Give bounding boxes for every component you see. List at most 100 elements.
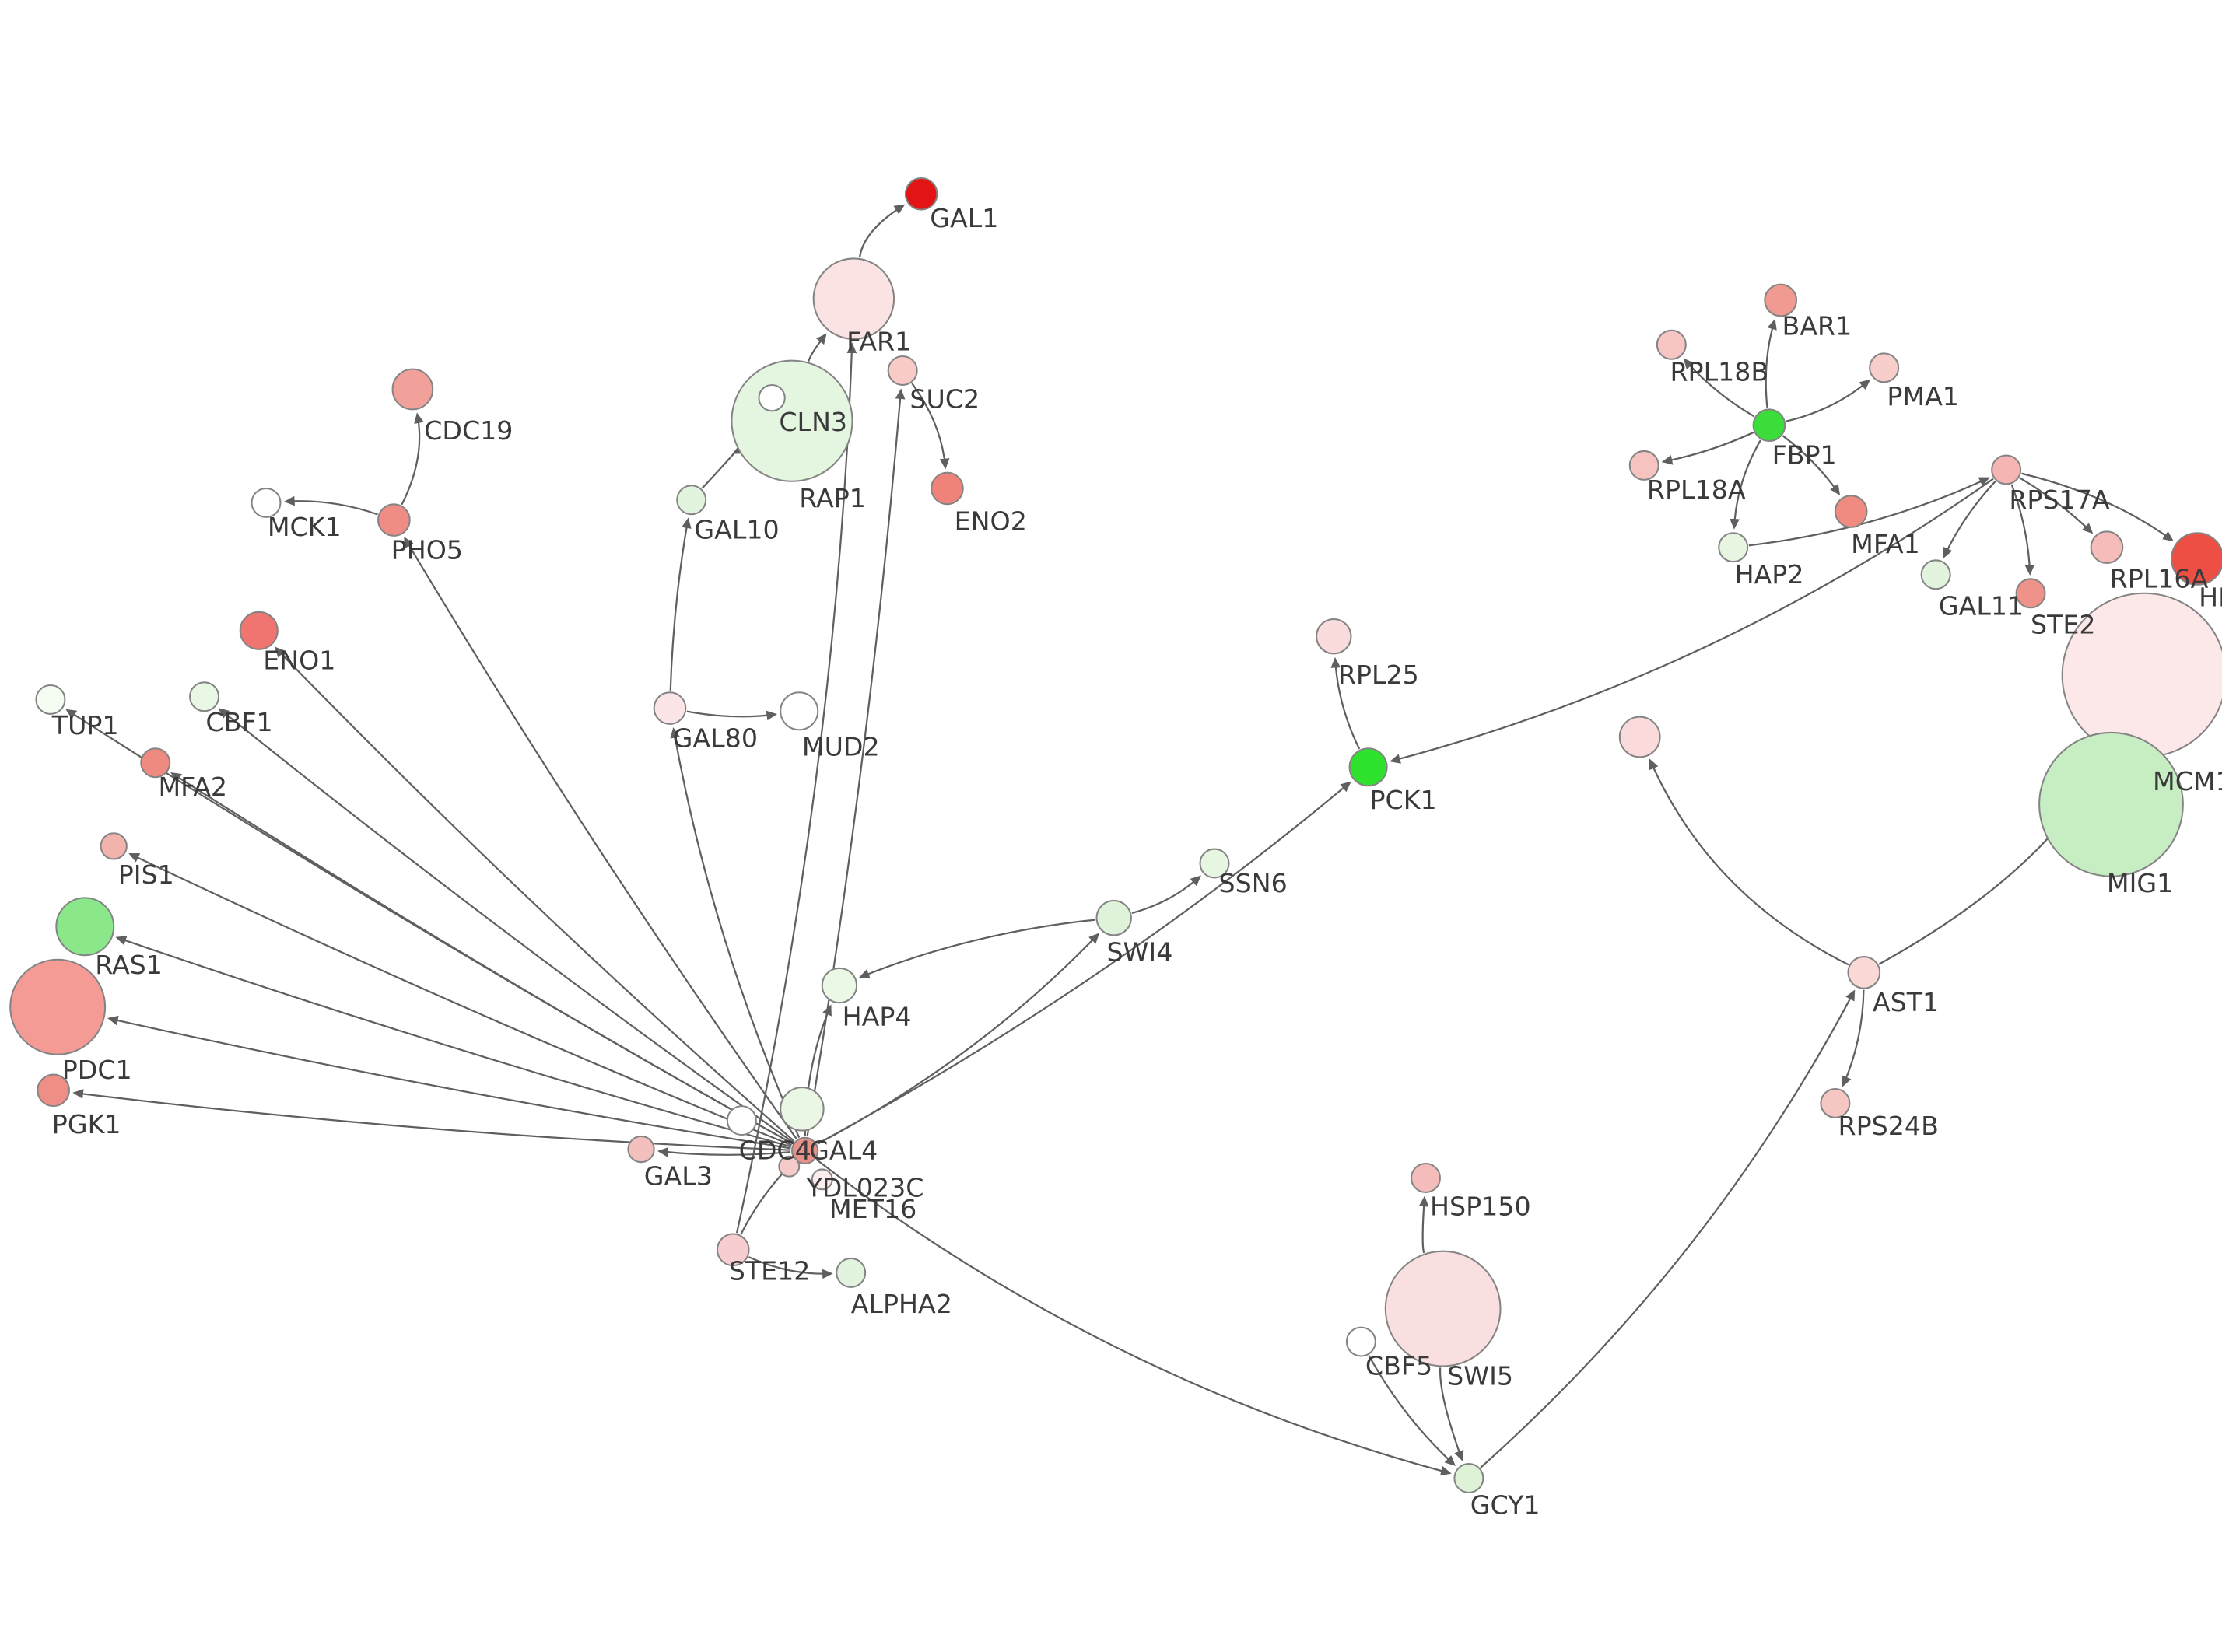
edge-GAL4-PCK1[interactable] [817,781,1351,1145]
edge-FBP1-PMA1[interactable] [1786,379,1871,422]
node-ENO1[interactable] [239,611,279,650]
edge-GAL4-CBF1[interactable] [218,708,794,1143]
node-CDC19[interactable] [391,368,434,411]
edge-GAL4-PDC1[interactable] [107,1015,791,1150]
edge-PCK1-RPL25[interactable] [1330,656,1361,750]
node-CBF1[interactable] [189,681,220,712]
node-RPL16A[interactable] [2090,530,2124,565]
node-RPS17A[interactable] [1991,454,2022,485]
edge-GAL4-GAL80[interactable] [670,727,801,1139]
node-MFA2[interactable] [140,747,171,779]
edge-SWI4-SSN6[interactable] [1131,875,1201,914]
edge-CBF5-GCY1[interactable] [1368,1355,1456,1466]
edge-GAL4-PIS1[interactable] [128,852,792,1146]
node-PDC1[interactable] [9,958,107,1055]
edge-RPS17A-GAL11[interactable] [1943,480,1996,558]
node-SWI5[interactable] [1384,1250,1502,1367]
edge-AST1-RPS24B[interactable] [1842,989,1865,1087]
edge-PHO5-CDC19[interactable] [401,412,424,506]
node-NODE_A[interactable] [1618,716,1661,758]
edge-FAR1-GAL1[interactable] [858,204,906,258]
node-RAS1[interactable] [55,897,115,957]
node-GAL11[interactable] [1920,559,1951,590]
node-RPL18B[interactable] [1656,329,1687,360]
edge-GAL4-PHO5[interactable] [404,536,797,1139]
edge-FBP1-MFA1[interactable] [1782,435,1841,495]
node-FAR1[interactable] [812,257,895,340]
node-AST1[interactable] [1847,956,1881,989]
node-RPL18A[interactable] [1628,450,1659,481]
node-YDL023C[interactable] [778,1155,801,1178]
edge-SUC2-ENO2[interactable] [911,383,950,470]
node-GAL10[interactable] [676,485,707,516]
edge-GAL80-MUD2[interactable] [686,710,778,721]
node-STE12[interactable] [716,1233,750,1267]
edge-GAL4-GAL3[interactable] [657,1147,791,1157]
node-SSN6[interactable] [1199,848,1230,879]
node-CBF5[interactable] [1345,1326,1376,1357]
edge-GAL4-ENO1[interactable] [274,646,795,1143]
edge-FBP1-RPL18B[interactable] [1683,358,1755,418]
edge-GAL4-RAS1[interactable] [115,936,792,1148]
node-ALPHA2[interactable] [836,1257,867,1288]
node-HAP4[interactable] [821,967,858,1004]
node-GAL1[interactable] [904,177,938,211]
node-MCK1[interactable] [251,487,282,518]
node-SWI4[interactable] [1095,900,1132,936]
node-GAL4[interactable] [790,1136,819,1165]
node-PCK1[interactable] [1348,747,1388,787]
edge-RPS17A-RPL16A[interactable] [2019,477,2094,534]
node-CENTER_GREEN[interactable] [780,1087,825,1132]
node-STE2[interactable] [2015,578,2046,609]
edge-GAL4-SWI4[interactable] [817,933,1100,1145]
edge-STE12-FAR1[interactable] [735,342,857,1234]
node-SUC2[interactable] [887,355,918,387]
node-FBP1[interactable] [1752,408,1786,443]
edge-HAP2-RPS17A[interactable] [1748,477,1990,547]
edge-GAL80-GAL10[interactable] [669,517,692,691]
node-HIS4[interactable] [2171,532,2222,586]
node-RAP1[interactable] [758,383,786,412]
edge-GAL4-MFA2[interactable] [170,772,794,1145]
node-RPL25[interactable] [1316,618,1352,655]
node-TUP1[interactable] [35,684,66,715]
node-GCY1[interactable] [1453,1463,1484,1494]
edge-GCY1-AST1[interactable] [1480,989,1856,1468]
edges-layer [65,204,2174,1476]
edge-GAL10-CLN3[interactable] [701,444,745,489]
node-PMA1[interactable] [1869,352,1900,383]
node-MFA1[interactable] [1834,495,1868,528]
node-BAR1[interactable] [1764,283,1798,317]
edge-PHO5-MCK1[interactable] [283,495,378,516]
edge-GAL4-PGK1[interactable] [72,1089,791,1151]
node-MUD2[interactable] [780,691,819,731]
node-RPS24B[interactable] [1820,1087,1851,1118]
node-MIG1[interactable] [2038,731,2184,877]
edge-RPS17A-STE2[interactable] [2010,484,2035,576]
edge-GAL4-SUC2[interactable] [806,388,906,1137]
node-GAL80[interactable] [653,691,687,725]
edge-AST1-NODE_A[interactable] [1649,758,1849,966]
node-PIS1[interactable] [100,832,128,860]
node-GAL3[interactable] [627,1135,655,1164]
edge-FBP1-HAP2[interactable] [1730,439,1761,530]
node-MET16[interactable] [811,1168,833,1191]
edge-FBP1-BAR1[interactable] [1765,318,1777,408]
node-label-CLN3: CLN3 [779,407,847,437]
edge-STE12-ALPHA2[interactable] [748,1256,833,1279]
node-ENO2[interactable] [931,471,964,506]
node-HAP2[interactable] [1718,532,1749,563]
edge-RPS17A-PCK1[interactable] [1390,478,1994,764]
node-PHO5[interactable] [377,503,411,537]
edge-FBP1-RPL18A[interactable] [1661,431,1754,465]
edge-RPS17A-HIS4[interactable] [2021,472,2174,542]
node-CDC4[interactable] [726,1105,757,1136]
edge-SWI5-GCY1[interactable] [1439,1367,1464,1461]
node-PGK1[interactable] [37,1073,70,1108]
edge-CLN3-FAR1[interactable] [808,333,827,362]
edge-SWI4-HAP4[interactable] [858,919,1095,978]
node-HSP150[interactable] [1410,1163,1441,1193]
edge-GAL4-GCY1[interactable] [815,1158,1452,1476]
edge-SWI5-HSP150[interactable] [1418,1195,1429,1254]
